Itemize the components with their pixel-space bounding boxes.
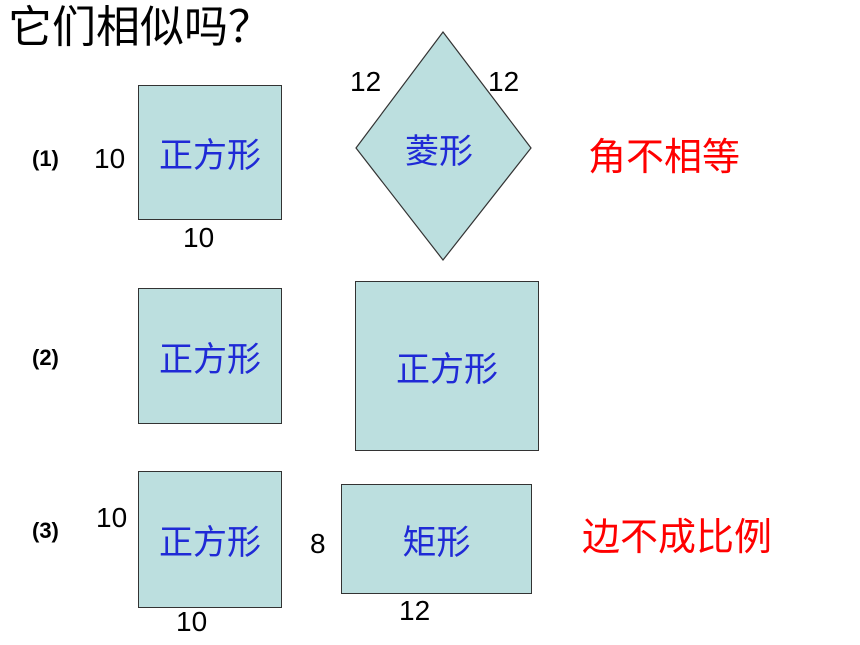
- page-title: 它们相似吗？: [8, 2, 272, 53]
- rhombus-top-left-label: 12: [350, 66, 382, 97]
- rhombus-top-right-label: 12: [488, 66, 520, 97]
- square-3-side-label: 10: [96, 502, 128, 533]
- rectangle-label: 矩形: [402, 522, 471, 563]
- row-label-3: (3): [32, 518, 59, 543]
- square-2-large: 正方形: [355, 281, 539, 451]
- square-1: 正方形: [138, 85, 282, 220]
- rectangle-bottom-label: 12: [399, 595, 431, 626]
- square-1-label: 正方形: [159, 136, 261, 176]
- row-label-2: (2): [32, 345, 59, 370]
- rectangle-side-label: 8: [310, 528, 326, 559]
- square-3-label: 正方形: [159, 523, 261, 563]
- rectangle: 矩形: [341, 484, 532, 594]
- square-2-small-label: 正方形: [159, 339, 261, 380]
- rhombus: [355, 31, 532, 261]
- rhombus-label: 菱形: [405, 132, 473, 172]
- square-2-small: 正方形: [138, 288, 282, 424]
- row-label-1: (1): [32, 146, 59, 171]
- square-2-large-label: 正方形: [396, 349, 498, 390]
- verdict-3: 边不成比例: [582, 515, 773, 559]
- square-3-bottom-label: 10: [176, 606, 208, 637]
- square-3: 正方形: [138, 471, 282, 608]
- square-1-bottom-label: 10: [183, 222, 215, 253]
- square-1-side-label: 10: [94, 143, 126, 174]
- verdict-1: 角不相等: [588, 135, 741, 179]
